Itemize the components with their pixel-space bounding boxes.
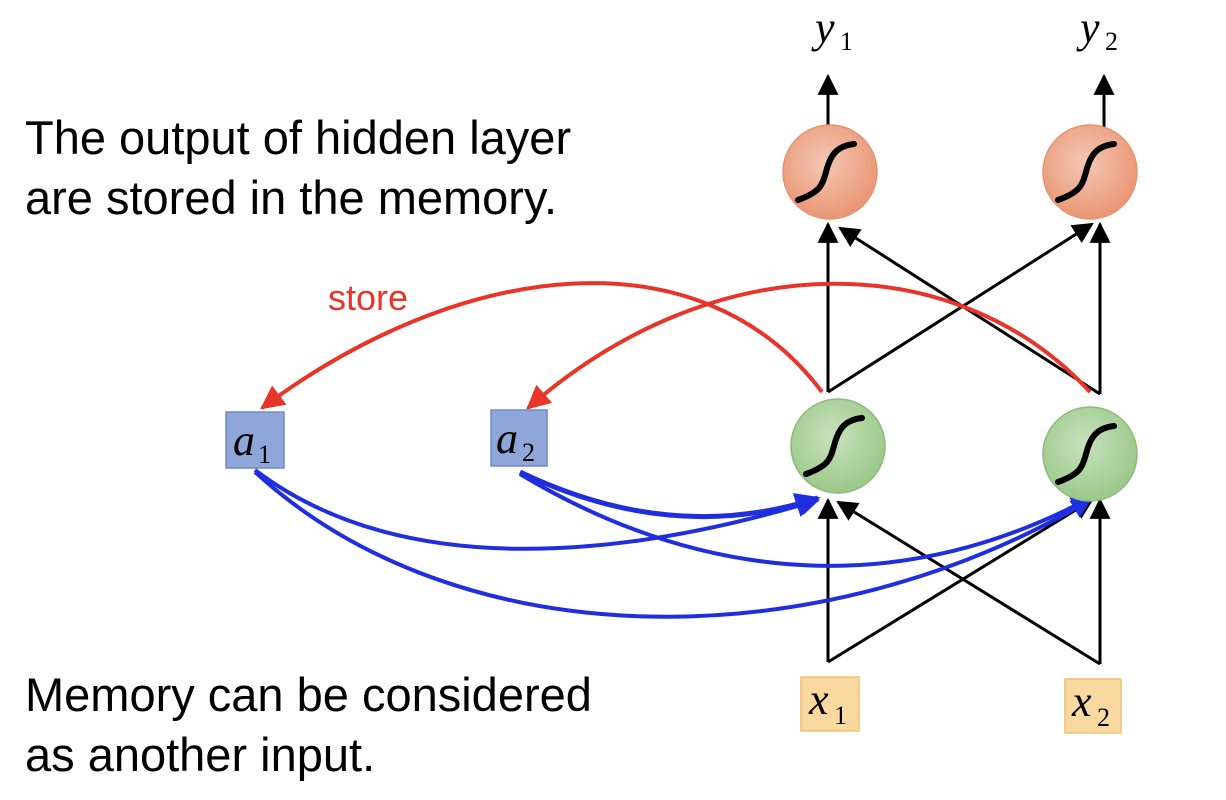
memory-cell-a2-sub: 2: [522, 438, 535, 467]
output-y2-sub: 2: [1105, 27, 1118, 56]
caption-hidden-output-stored: The output of hidden layer are stored in…: [25, 108, 571, 228]
memory-cell-a2-var: a: [496, 414, 518, 463]
output-neuron-2: [1042, 124, 1138, 220]
output-neuron-1: [782, 124, 878, 220]
input-x1: x 1: [800, 675, 860, 732]
memory-arrow-a1-to-h1: [253, 468, 820, 551]
input-x2: x 2: [1064, 677, 1122, 734]
output-y1-sub: 1: [840, 27, 853, 56]
memory-arrow-a1-to-h2: [253, 470, 1092, 619]
caption-bottom-line-1: Memory can be considered: [25, 668, 592, 721]
hidden-neuron-1: [790, 398, 886, 494]
output-y2: y 2: [1076, 3, 1118, 56]
input-x2-var: x: [1071, 677, 1092, 726]
memory-cell-a1-var: a: [233, 416, 255, 465]
caption-bottom-line-2: as another input.: [25, 728, 376, 781]
input-x1-sub: 1: [834, 701, 847, 730]
input-x2-sub: 2: [1097, 703, 1110, 732]
memory-arrow-a2-to-h2: [518, 472, 1092, 568]
sigmoid-curve-icon: [1055, 141, 1117, 203]
caption-top-line-2: are stored in the memory.: [25, 171, 558, 224]
output-y2-var: y: [1076, 3, 1100, 52]
input-x1-var: x: [808, 675, 829, 724]
hidden-neuron-2: [1042, 406, 1138, 502]
sigmoid-curve-icon: [803, 415, 865, 477]
output-y1: y 1: [811, 3, 853, 56]
memory-cell-a1-sub: 1: [258, 440, 271, 469]
edge-h1-o2: [827, 222, 1094, 394]
store-label: store: [328, 277, 408, 318]
caption-top-line-1: The output of hidden layer: [25, 111, 572, 164]
sigmoid-curve-icon: [795, 141, 857, 203]
store-arrow-h1-to-a1: [260, 281, 824, 410]
memory-cell-a2: a 2: [490, 409, 548, 467]
store-arrow-h2-to-a2: [526, 281, 1092, 410]
caption-memory-as-input: Memory can be considered as another inpu…: [25, 665, 592, 785]
edge-x2-h1: [836, 500, 1101, 666]
sigmoid-curve-icon: [1055, 423, 1117, 485]
output-y1-var: y: [811, 3, 835, 52]
memory-cell-a1: a 1: [225, 411, 285, 469]
memory-arrow-a2-to-h1: [518, 469, 821, 520]
edge-x1-h2: [827, 498, 1094, 664]
